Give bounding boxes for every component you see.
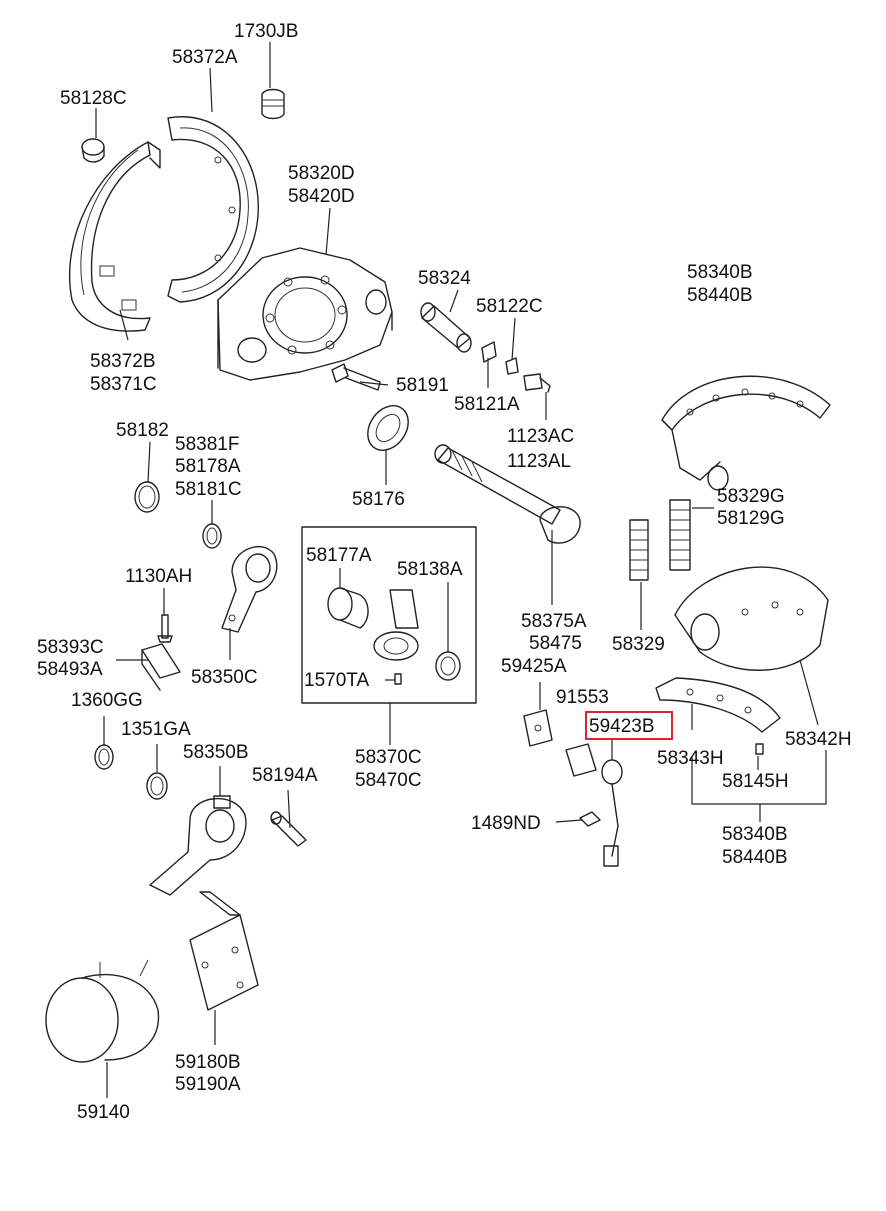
ring-1360gg xyxy=(94,744,114,770)
label-58350c: 58350C xyxy=(191,667,258,688)
anchor-pin-58324 xyxy=(420,302,472,353)
ring-58138a xyxy=(435,651,461,681)
label-59190a: 59190A xyxy=(175,1074,241,1095)
pin-58194a xyxy=(270,811,307,847)
label-1123al: 1123AL xyxy=(507,451,571,472)
label-1360gg: 1360GG xyxy=(71,690,143,711)
label-58493a: 58493A xyxy=(37,659,103,680)
label-58440b-top: 58440B xyxy=(687,285,753,306)
clip-1489nd xyxy=(579,811,601,827)
rivet-58145h xyxy=(755,743,764,755)
lining-58343h xyxy=(655,677,781,733)
brake-spider-58320d xyxy=(217,247,393,381)
label-58329: 58329 xyxy=(612,634,665,655)
part-labels: 1730JB 58372A 58128C 58320D 58420D 58324… xyxy=(37,21,852,1123)
label-58440b-bot: 58440B xyxy=(722,847,788,868)
bushing-58177a xyxy=(327,587,369,629)
plug-58128c xyxy=(81,138,105,163)
label-58176: 58176 xyxy=(352,489,405,510)
label-58393c: 58393C xyxy=(37,637,104,658)
camshaft-58375a xyxy=(434,444,581,544)
seal-58176 xyxy=(367,405,409,451)
brake-shoe-58342h xyxy=(674,566,829,671)
grommet-1730jb xyxy=(261,88,285,120)
label-1730jb: 1730JB xyxy=(234,21,298,42)
label-58340b-bot: 58340B xyxy=(722,824,788,845)
label-59140: 59140 xyxy=(77,1102,130,1123)
brake-shoe-58340b-top xyxy=(661,375,831,491)
label-58375a: 58375A xyxy=(521,611,587,632)
label-58342h: 58342H xyxy=(785,729,852,750)
label-59180b: 59180B xyxy=(175,1052,241,1073)
label-58340b-top: 58340B xyxy=(687,262,753,283)
clip-58121a xyxy=(481,341,497,363)
dust-shield-58372a xyxy=(167,116,259,303)
ring-1351ga xyxy=(146,772,168,800)
spring-58329g xyxy=(669,499,691,571)
wear-sensor-59423b xyxy=(601,759,623,867)
label-58381f: 58381F xyxy=(175,434,239,455)
slack-adjuster-58350c xyxy=(221,545,278,633)
label-58128c: 58128C xyxy=(60,88,127,109)
label-58372b: 58372B xyxy=(90,351,156,372)
spring-58329 xyxy=(629,519,649,581)
bracket-58138a xyxy=(373,589,419,661)
label-1130ah: 1130AH xyxy=(125,566,192,587)
ring-58181c xyxy=(202,523,222,549)
brake-chamber-59140 xyxy=(45,959,160,1063)
bushing-kit-box-58370c xyxy=(301,526,477,704)
label-1351ga: 1351GA xyxy=(121,719,191,740)
slack-adjuster-58350b xyxy=(149,795,247,896)
block-59425a xyxy=(523,709,553,747)
bracket-plate-59180b xyxy=(189,891,259,1011)
label-58182: 58182 xyxy=(116,420,169,441)
label-58475: 58475 xyxy=(529,633,582,654)
label-58320d: 58320D xyxy=(288,163,355,184)
label-58420d: 58420D xyxy=(288,186,355,207)
label-59423b: 59423B xyxy=(589,716,655,737)
label-1123ac: 1123AC xyxy=(507,426,574,447)
label-58324: 58324 xyxy=(418,268,471,289)
bracket-58393c xyxy=(141,643,181,691)
label-58371c: 58371C xyxy=(90,374,157,395)
bolt-1130ah xyxy=(157,614,173,643)
label-58194a: 58194A xyxy=(252,765,318,786)
label-58191: 58191 xyxy=(396,375,449,396)
clip-58122c xyxy=(505,357,519,375)
bolt-58191 xyxy=(331,363,381,391)
label-58370c: 58370C xyxy=(355,747,422,768)
label-58470c: 58470C xyxy=(355,770,422,791)
label-91553: 91553 xyxy=(556,687,609,708)
label-58129g: 58129G xyxy=(717,508,785,529)
label-58138a: 58138A xyxy=(397,559,463,580)
ring-58182 xyxy=(134,481,160,513)
label-58181c: 58181C xyxy=(175,479,242,500)
label-58343h: 58343H xyxy=(657,748,724,769)
label-58329g: 58329G xyxy=(717,486,785,507)
fitting-1570ta xyxy=(394,673,402,685)
label-58372a: 58372A xyxy=(172,47,238,68)
highlight-box-59423b xyxy=(585,711,673,740)
label-58178a: 58178A xyxy=(175,456,241,477)
sensor-91553 xyxy=(565,743,597,777)
label-58121a: 58121A xyxy=(454,394,520,415)
label-58122c: 58122C xyxy=(476,296,543,317)
label-58350b: 58350B xyxy=(183,742,249,763)
label-1570ta: 1570TA xyxy=(304,670,369,691)
label-1489nd: 1489ND xyxy=(471,813,541,834)
label-59425a: 59425A xyxy=(501,656,567,677)
label-58177a: 58177A xyxy=(306,545,372,566)
label-58145h: 58145H xyxy=(722,771,789,792)
leader-lines xyxy=(95,42,827,1098)
bolt-1123ac xyxy=(523,373,551,393)
dust-shield-58372b xyxy=(68,141,161,332)
